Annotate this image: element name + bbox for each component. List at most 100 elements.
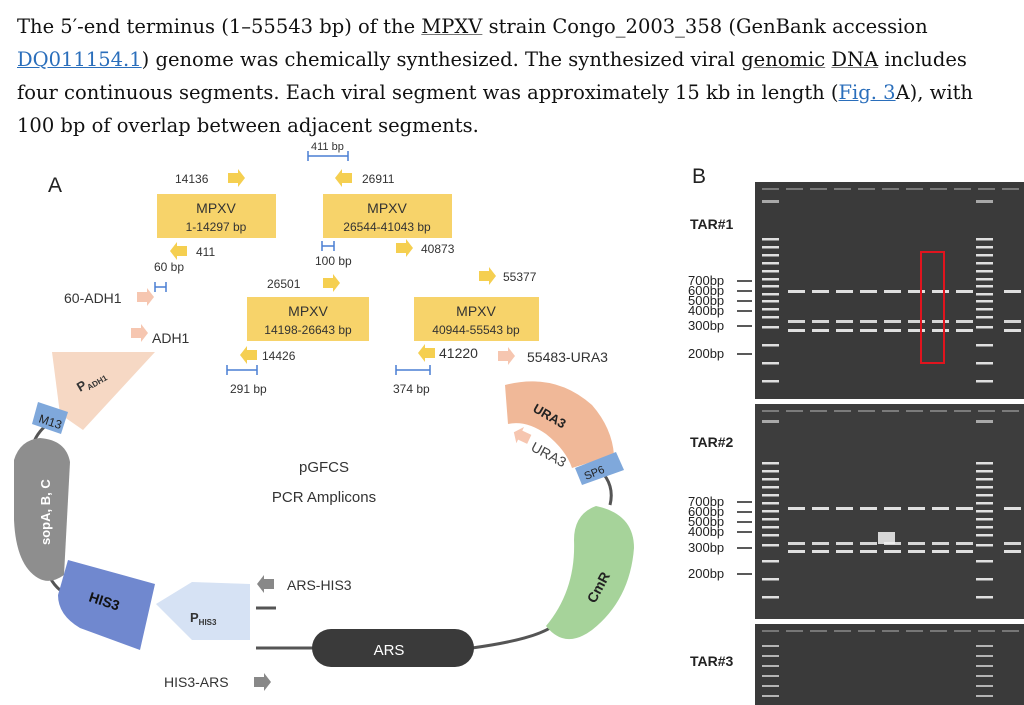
gel-band [762, 308, 779, 311]
gel-band [884, 507, 901, 510]
gel-band [788, 329, 805, 332]
gel-band [978, 188, 995, 190]
overlap-291-label: 291 bp [230, 382, 267, 396]
gel-band [976, 685, 993, 687]
gel-band [976, 246, 993, 249]
gel-band [812, 320, 829, 323]
gel-band [812, 550, 829, 553]
mpxv-link[interactable]: MPXV [421, 15, 483, 38]
ura3-55483-arrow [498, 347, 515, 365]
gel-band [762, 200, 779, 203]
genbank-accession-link[interactable]: DQ011154.1 [17, 48, 142, 71]
ars-his3-arrow [257, 575, 274, 593]
primer-41220-label: 41220 [439, 345, 478, 361]
gel-band [956, 290, 973, 293]
gel-band [908, 550, 925, 553]
gel-band [810, 410, 827, 412]
gel-band [976, 486, 993, 489]
panel-b-label: B [692, 165, 706, 188]
his3-ars-label: HIS3-ARS [164, 674, 229, 690]
gel-band [786, 410, 803, 412]
gel-band [978, 630, 995, 632]
gel-band [954, 630, 971, 632]
gel-2-marker-ticks [737, 501, 752, 575]
primer-40873-arrow [396, 239, 413, 257]
gel-band [906, 630, 923, 632]
gel-band [762, 326, 779, 329]
gel-band [930, 188, 947, 190]
dna-link[interactable]: DNA [831, 48, 879, 71]
gel-band [884, 290, 901, 293]
gel-2-bands [762, 410, 1021, 599]
gel-band [834, 630, 851, 632]
gel-band [976, 200, 993, 203]
gel-1-marker-ticks [737, 280, 752, 355]
gel-band [836, 542, 853, 545]
primer-55377-label: 55377 [503, 270, 537, 284]
highlighted-lane-box [920, 251, 945, 364]
gel-band [762, 544, 779, 547]
segment-2-range: 26544-41043 bp [343, 220, 431, 234]
gel-band [1004, 507, 1021, 510]
gel-band [860, 550, 877, 553]
genomic-link[interactable]: genomic [741, 48, 826, 71]
gel-1-marker-500: 500bp [688, 293, 724, 308]
gel-band [930, 630, 947, 632]
phis3-promoter: PHIS3 [156, 582, 250, 640]
gel-band [860, 507, 877, 510]
gel-band [932, 320, 949, 323]
gel-band [932, 542, 949, 545]
paragraph-text-2: strain Congo_2003_358 (GenBank accession [482, 15, 928, 38]
gel-band [762, 695, 779, 697]
ars-his3-label: ARS-HIS3 [287, 577, 352, 593]
overlap-374-bracket [395, 365, 431, 375]
gel-band [976, 645, 993, 647]
paragraph-text-1: The 5′-end terminus (1–55543 bp) of the [17, 15, 422, 38]
gel-band [882, 410, 899, 412]
his3-gene: HIS3 [58, 560, 155, 650]
gel-1-marker-600: 600bp [688, 283, 724, 298]
padh1-promoter: PADH1 [52, 352, 155, 430]
gel-band [762, 238, 779, 241]
gel-band [812, 290, 829, 293]
gel-band [762, 630, 779, 632]
gel-band [762, 420, 779, 423]
gel-band [834, 188, 851, 190]
segment-3-name: MPXV [288, 303, 328, 319]
gel-1-marker-400: 400bp [688, 303, 724, 318]
paragraph-text-5: includes four continuous segments. Each … [17, 48, 967, 104]
segment-1-name: MPXV [196, 200, 236, 216]
svg-text:PHIS3: PHIS3 [190, 610, 217, 627]
figure-3-link[interactable]: Fig. 3 [838, 81, 896, 104]
gel-band [762, 246, 779, 249]
gel-band [976, 494, 993, 497]
gel-band [836, 507, 853, 510]
gel-band [762, 285, 779, 288]
mpxv-segment-3: MPXV 14198-26643 bp [247, 297, 369, 341]
gel-3-bands [762, 630, 1019, 697]
gel-band [762, 316, 779, 319]
gel-band [930, 410, 947, 412]
gel-band [810, 188, 827, 190]
segment-2-name: MPXV [367, 200, 407, 216]
panel-a-label: A [48, 174, 62, 197]
primer-26911-arrow [335, 169, 352, 187]
gel-band [762, 410, 779, 412]
gel-band [1004, 320, 1021, 323]
gel-2-marker-600: 600bp [688, 504, 724, 519]
gel-band [978, 410, 995, 412]
gel-band [762, 262, 779, 265]
gel-band [762, 478, 779, 481]
gel-band [882, 188, 899, 190]
gel-band [1004, 290, 1021, 293]
overlap-291-bracket [226, 365, 258, 375]
gel-band [762, 645, 779, 647]
gel-band [762, 494, 779, 497]
gel-band [954, 188, 971, 190]
gel-2-marker-700: 700bp [688, 494, 724, 509]
overlap-60-bracket [154, 282, 167, 292]
gel-band [788, 507, 805, 510]
gel-1-bands [762, 188, 1021, 383]
gel-band [858, 188, 875, 190]
gel-band [762, 462, 779, 465]
